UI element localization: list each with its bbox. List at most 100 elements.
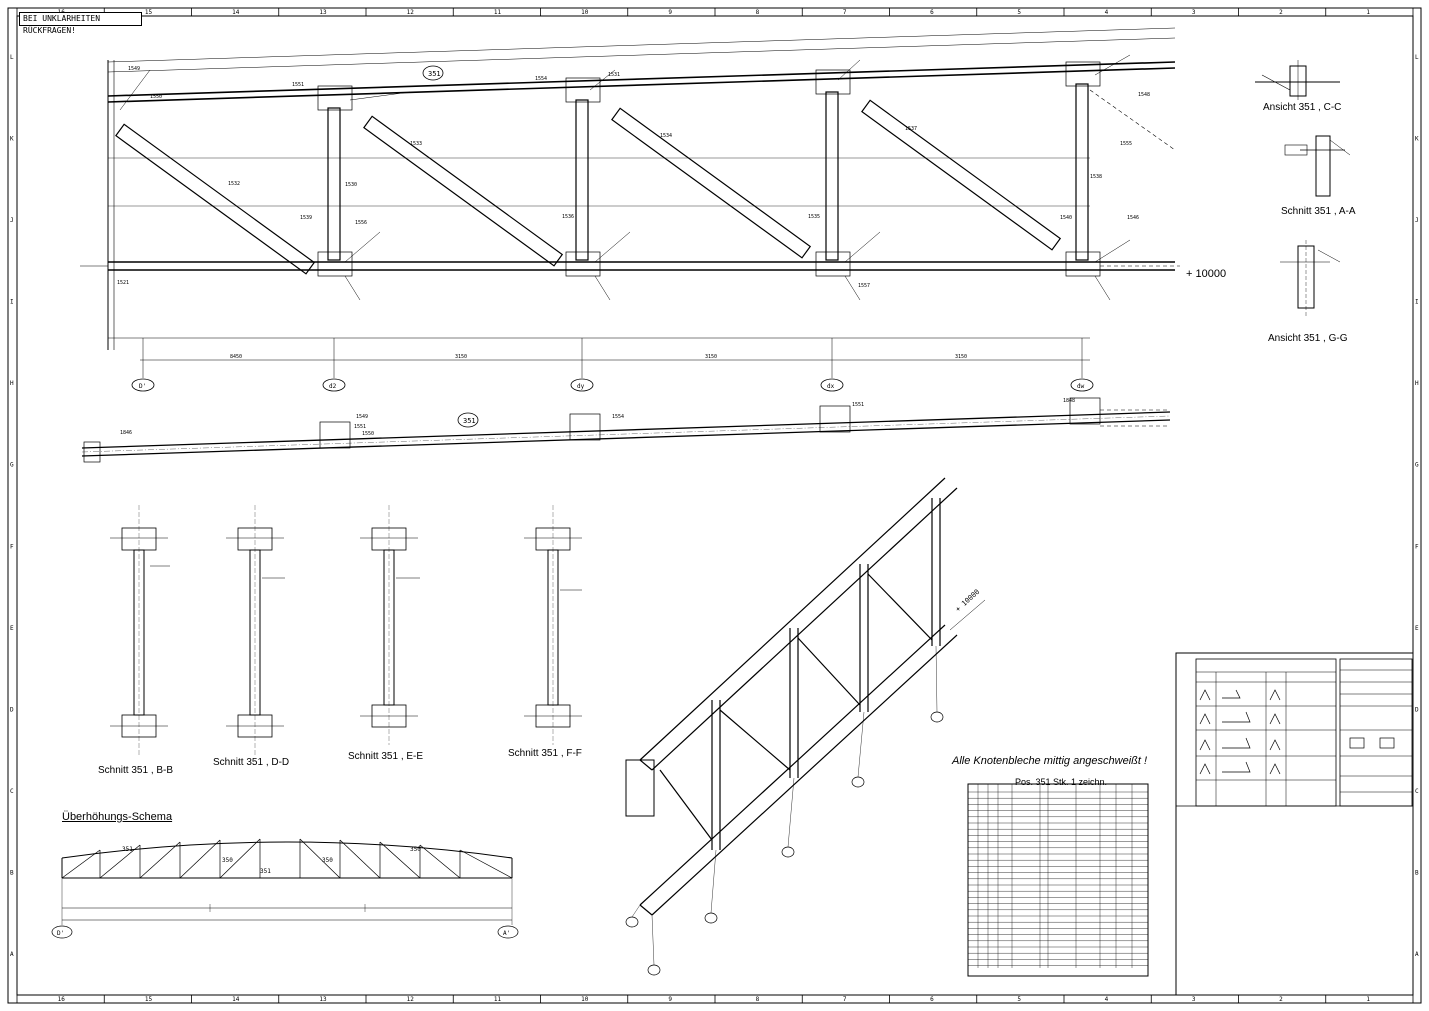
member-label: 1540 — [1060, 215, 1072, 221]
frame-number-bottom: 7 — [843, 996, 847, 1003]
member-label: 1556 — [355, 220, 367, 226]
elevation-label: + 10000 — [1186, 268, 1227, 280]
frame-number-bottom: 10 — [581, 996, 589, 1003]
dimension-value: 3150 — [955, 354, 967, 360]
frame-letter-left: G — [10, 462, 14, 469]
member-label: 1531 — [608, 72, 620, 78]
frame-number-bottom: 4 — [1105, 996, 1109, 1003]
section-bb-title: Schnitt 351 , B-B — [98, 765, 174, 776]
warning-box: BEI UNKLARHEITEN RÜCKFRAGEN! — [19, 12, 142, 35]
axis-label: dx — [827, 383, 835, 390]
camber-label: 351 — [260, 868, 271, 875]
member-label: 1550 — [150, 94, 162, 100]
plan-member-label: 1848 — [1063, 398, 1075, 404]
member-label: 1532 — [228, 181, 240, 187]
frame-letter-right: I — [1415, 299, 1419, 306]
member-label: 1557 — [858, 283, 870, 289]
member-label: 1554 — [535, 76, 547, 82]
member-label: 1551 — [292, 82, 304, 88]
member-label: 1521 — [117, 280, 129, 286]
frame-number-bottom: 13 — [319, 996, 327, 1003]
iso-elevation-label: + 10000 — [954, 588, 981, 614]
frame-letter-left: A — [10, 951, 14, 958]
camber-axis-left: D' — [57, 930, 64, 937]
frame-number-bottom: 8 — [756, 996, 760, 1003]
frame-letter-left: E — [10, 625, 14, 632]
frame-letter-left: H — [10, 380, 14, 387]
frame-number-bottom: 16 — [58, 996, 66, 1003]
member-label: 1549 — [128, 66, 140, 72]
member-label: 1533 — [410, 141, 422, 147]
frame-number-top: 10 — [581, 9, 589, 16]
axis-label: dy — [577, 383, 585, 390]
frame-letter-left: B — [10, 870, 14, 877]
plan-member-label: 1846 — [120, 430, 132, 436]
frame-number-top: 6 — [930, 9, 934, 16]
member-label: 1536 — [562, 214, 574, 220]
section-details-right — [1255, 60, 1351, 316]
member-label: 1530 — [345, 182, 357, 188]
frame-number-top: 14 — [232, 9, 240, 16]
parts-list-table — [967, 783, 1149, 977]
member-label: 1546 — [1127, 215, 1139, 221]
frame-number-top: 8 — [756, 9, 760, 16]
ref-balloon-351: 351 — [428, 70, 441, 78]
frame-number-bottom: 2 — [1279, 996, 1283, 1003]
plan-member-label: 1550 — [362, 431, 374, 437]
frame-letter-left: J — [10, 217, 14, 224]
member-label: 1537 — [905, 126, 917, 132]
camber-label: 350 — [222, 857, 233, 864]
frame-letter-right: C — [1415, 788, 1419, 795]
frame-letter-right: L — [1415, 54, 1419, 61]
frame-number-top: 4 — [1105, 9, 1109, 16]
parts-list-header: Pos. 351 Stk. 1 zeichn. — [1015, 777, 1108, 787]
main-truss-elevation — [80, 27, 1180, 392]
column-sections — [110, 505, 582, 755]
section-ff-title: Schnitt 351 , F-F — [508, 748, 582, 759]
section-aa-title: Schnitt 351 , A-A — [1281, 206, 1356, 217]
frame-number-top: 15 — [145, 9, 153, 16]
member-label: 1534 — [660, 133, 672, 139]
frame-number-top: 13 — [319, 9, 327, 16]
camber-axis-right: A' — [503, 930, 510, 937]
frame-letter-right: H — [1415, 380, 1419, 387]
weld-symbol-legend — [1175, 652, 1414, 996]
frame-number-top: 1 — [1366, 9, 1370, 16]
member-label: 1548 — [1138, 92, 1150, 98]
knotenbleche-note: Alle Knotenbleche mittig angeschweißt ! — [952, 755, 1148, 767]
frame-number-bottom: 14 — [232, 996, 240, 1003]
frame-letter-left: C — [10, 788, 14, 795]
frame-letter-right: K — [1415, 135, 1419, 142]
frame-number-top: 2 — [1279, 9, 1283, 16]
frame-letter-left: D — [10, 706, 14, 713]
frame-letter-right: B — [1415, 870, 1419, 877]
axis-label: d2 — [329, 383, 337, 390]
frame-number-bottom: 12 — [407, 996, 415, 1003]
frame-number-bottom: 6 — [930, 996, 934, 1003]
frame-number-bottom: 11 — [494, 996, 502, 1003]
camber-label: 350 — [410, 846, 421, 853]
camber-title: Überhöhungs-Schema — [62, 811, 173, 823]
frame-number-bottom: 1 — [1366, 996, 1370, 1003]
plan-member-label: 1551 — [852, 402, 864, 408]
frame-letter-left: K — [10, 135, 14, 142]
frame-number-top: 7 — [843, 9, 847, 16]
frame-letter-left: L — [10, 54, 14, 61]
member-label: 1538 — [1090, 174, 1102, 180]
frame-number-bottom: 9 — [668, 996, 672, 1003]
member-label: 1555 — [1120, 141, 1132, 147]
plan-ref-balloon: 351 — [463, 417, 476, 425]
frame-number-bottom: 15 — [145, 996, 153, 1003]
frame-letter-left: F — [10, 543, 14, 550]
axis-label: dw — [1077, 383, 1085, 390]
frame-number-top: 5 — [1017, 9, 1021, 16]
section-gg-title: Ansicht 351 , G-G — [1268, 333, 1348, 344]
frame-letter-right: D — [1415, 706, 1419, 713]
frame-letter-right: E — [1415, 625, 1419, 632]
isometric-truss-view — [625, 477, 986, 976]
section-dd-title: Schnitt 351 , D-D — [213, 757, 290, 768]
member-label: 1539 — [300, 215, 312, 221]
frame-number-bottom: 5 — [1017, 996, 1021, 1003]
frame-number-top: 12 — [407, 9, 415, 16]
